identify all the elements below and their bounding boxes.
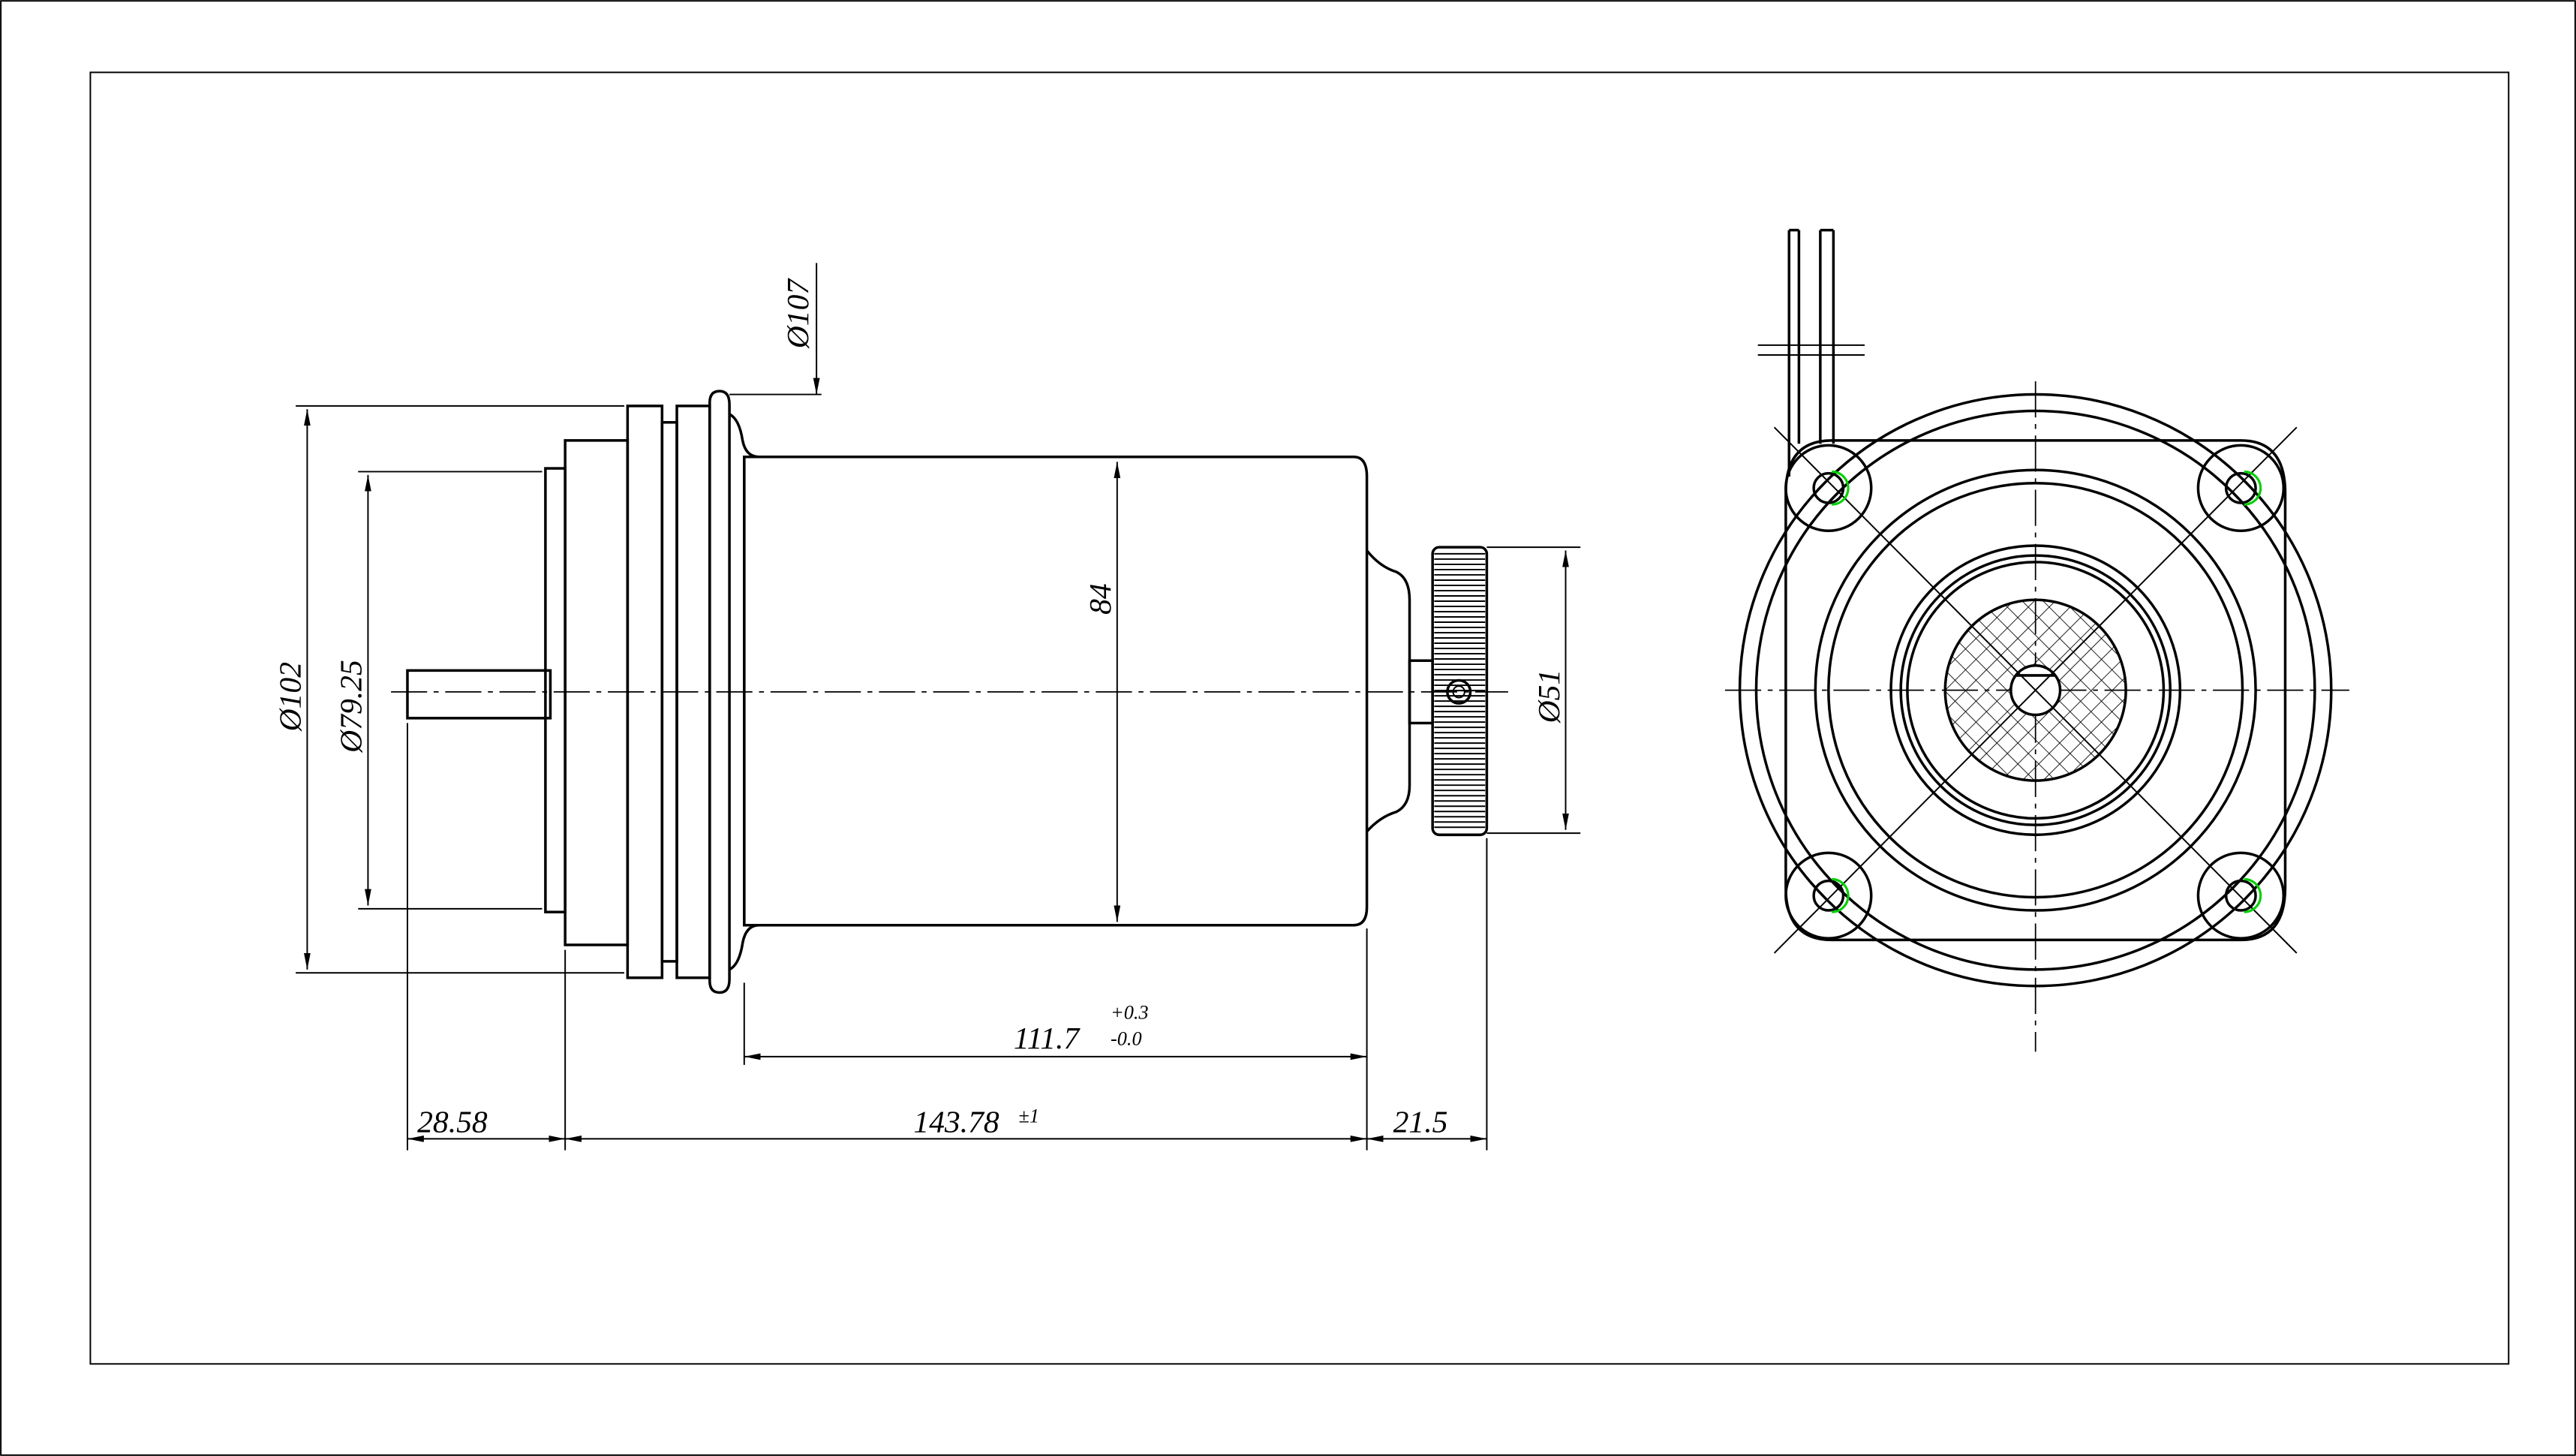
dim-body-84: 84 (1083, 583, 1117, 615)
mount-hole (2224, 879, 2257, 912)
tol-total: ±1 (1018, 1105, 1039, 1127)
mount-hole (1812, 879, 1845, 912)
motor-body (743, 455, 1369, 927)
dim-dia-79: Ø79.25 (334, 660, 368, 754)
tol-plus: +0.3 (1111, 1002, 1149, 1024)
pilot-plate (544, 467, 567, 913)
hole-highlight (2244, 470, 2262, 506)
knob-screw (1446, 678, 1472, 705)
dim-shaft-28: 28.58 (417, 1105, 488, 1139)
dimensions: Ø102 Ø79.25 84 Ø51 Ø107 111.7 +0.3 -0.0 … (273, 263, 1581, 1151)
dim-knob-21: 21.5 (1393, 1105, 1448, 1139)
dim-total-143: 143.78 (913, 1105, 999, 1139)
mount-hole (1812, 471, 1845, 504)
dim-dia-107: Ø107 (780, 278, 815, 350)
tol-minus: -0.0 (1111, 1028, 1142, 1050)
end-view (1724, 228, 2349, 1052)
shaft (406, 669, 552, 720)
side-view (391, 390, 1508, 994)
mount-boss (1784, 851, 1873, 940)
mount-block (564, 439, 630, 946)
drawing-frame (89, 71, 2510, 1365)
mount-hole (2224, 471, 2257, 504)
hole-highlight (2244, 877, 2262, 913)
square-flange (1784, 439, 2287, 942)
adjust-knob (1431, 546, 1489, 837)
dim-length-111: 111.7 (1014, 1021, 1081, 1055)
dim-dia-51: Ø51 (1531, 669, 1566, 724)
lead-wires (1757, 228, 1865, 477)
mount-boss (2196, 444, 2286, 533)
hole-highlight (1832, 877, 1850, 913)
mount-boss (2196, 851, 2286, 940)
flange-lip (708, 390, 759, 994)
knob-knurling (1434, 552, 1486, 829)
end-cap-neck (1366, 549, 1411, 833)
mount-boss (1784, 444, 1873, 533)
hole-highlight (1832, 470, 1850, 506)
dim-dia-102: Ø102 (273, 662, 308, 732)
